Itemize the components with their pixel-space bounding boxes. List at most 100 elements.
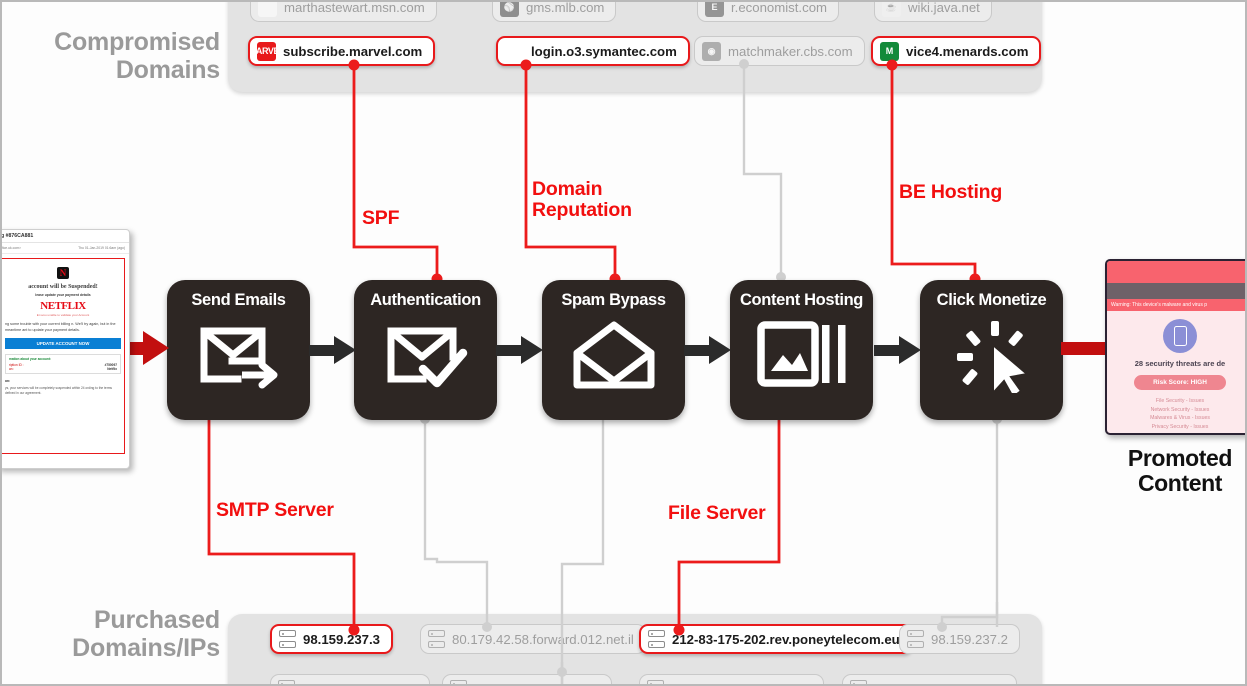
threat-count-text: 28 security threats are de (1134, 359, 1226, 368)
section-label-compromised-domains: Compromised Domains (10, 28, 220, 84)
ip-chip-label: 212-83-175-202.rev.poneytelecom.eu (672, 631, 900, 647)
server-icon (850, 680, 867, 684)
promoted-content-label: Promoted Content (1114, 445, 1245, 497)
open-envelope-icon (571, 317, 657, 398)
domain-chip-label: login.o3.symantec.com (531, 43, 677, 59)
arrow-shaft (309, 344, 334, 356)
label-line-1: Promoted (1127, 445, 1233, 471)
update-account-button[interactable]: UPDATE ACCOUNT NOW (5, 338, 121, 350)
domain-chip-label: matchmaker.cbs.com (728, 43, 853, 59)
arrow-head (334, 336, 356, 364)
phone-icon (1173, 326, 1187, 346)
ip-chip-partial[interactable] (270, 674, 430, 684)
list-item: Network Security - Issues (1150, 406, 1210, 413)
domain-chip-matchmaker-cbs-com[interactable]: ◉ matchmaker.cbs.com (694, 36, 865, 66)
callout-file-server: File Server (668, 502, 766, 524)
stage-title: Send Emails (191, 291, 286, 309)
phishing-email-screenshot[interactable]: g #876CA881 ffice.uk.com> Thu 01-Jan-201… (1, 229, 130, 469)
email-account-info: mation about your account: ription ID : … (5, 354, 121, 375)
flow-arrow (874, 336, 921, 364)
info-row: ription ID : #750097 (9, 363, 117, 367)
pipeline-stage-content-hosting[interactable]: Content Hosting (730, 280, 873, 420)
server-icon (278, 680, 295, 684)
msn-favicon-icon: ✦ (258, 2, 277, 17)
flow-arrow (496, 336, 543, 364)
domain-chip-subscribe-marvel-com[interactable]: MARVEL subscribe.marvel.com (248, 36, 436, 66)
pipeline-stage-authentication[interactable]: Authentication (354, 280, 497, 420)
domain-chip[interactable]: ☕ wiki.java.net (874, 2, 992, 22)
callout-smtp-server: SMTP Server (216, 499, 334, 521)
server-icon (647, 680, 664, 684)
info-value: #750097 (104, 363, 117, 368)
economist-favicon-icon: E (705, 2, 724, 17)
server-icon (648, 630, 665, 648)
arrow-head (709, 336, 731, 364)
list-item: File Security - Issues (1155, 398, 1205, 404)
flow-arrow (309, 336, 356, 364)
email-sender: ffice.uk.com> (1, 246, 22, 250)
label-line-2: Domains (115, 56, 220, 84)
list-item: Privacy Security - Issues (1151, 423, 1209, 430)
callout-be-hosting: BE Hosting (899, 181, 1003, 203)
section-label-purchased-domains: Purchased Domains/IPs (10, 606, 220, 662)
stage-title: Click Monetize (936, 291, 1047, 309)
ip-chip-partial[interactable] (639, 674, 824, 684)
domain-chip[interactable]: ✦ marthastewart.msn.com (250, 0, 437, 22)
email-meta-bar: ffice.uk.com> Thu 01-Jan-2019 01:6am (ag… (1, 243, 129, 254)
info-title: mation about your account: (9, 357, 51, 362)
stage-title: Authentication (370, 291, 481, 309)
arrow-shaft (1061, 341, 1119, 355)
pipeline-stage-send-emails[interactable]: Send Emails (167, 280, 310, 420)
ip-chip-80-179-42-58[interactable]: 80.179.42.58.forward.012.net.il (420, 624, 646, 654)
info-value: Netflix (107, 367, 117, 372)
ip-chip-partial[interactable] (442, 674, 612, 684)
email-paragraph: ng some trouble with your current billin… (5, 322, 116, 332)
stage-title: Spam Bypass (561, 291, 666, 309)
mlb-favicon-icon: ⚾ (500, 2, 519, 17)
domain-chip-label: marthastewart.msn.com (284, 0, 425, 15)
server-icon (907, 630, 924, 648)
label-line-1: Compromised (54, 28, 220, 56)
pipeline-stage-click-monetize[interactable]: Click Monetize (920, 280, 1063, 420)
issue-list: File Security - Issues Network Security … (1107, 397, 1245, 431)
arrow-shaft (496, 344, 521, 356)
envelope-check-icon (383, 317, 469, 398)
domain-chip-label: r.economist.com (731, 0, 828, 15)
envelope-arrow-icon (196, 317, 282, 398)
info-key: an : (9, 367, 15, 372)
netflix-wordmark: NETFLIX (40, 300, 86, 312)
email-timestamp: Thu 01-Jan-2019 01:6am (ago) (78, 246, 125, 250)
domain-chip-label: subscribe.marvel.com (283, 43, 423, 59)
risk-score-badge[interactable]: Risk Score: HIGH (1134, 375, 1226, 390)
callout-spf: SPF (362, 207, 400, 229)
domain-chip[interactable]: E r.economist.com (697, 0, 840, 22)
callout-line-1: Domain (532, 178, 603, 200)
list-item: Malwares & Virus - Issues (1150, 415, 1210, 422)
email-tab-title: g #876CA881 (1, 233, 34, 239)
pipeline-stage-spam-bypass[interactable]: Spam Bypass (542, 280, 685, 420)
domain-chip-login-o3-symantec-com[interactable]: ✔ login.o3.symantec.com (496, 36, 690, 66)
ip-chip-98-159-237-3[interactable]: 98.159.237.3 (270, 624, 394, 654)
domain-chip[interactable]: ⚾ gms.mlb.com (492, 0, 617, 22)
server-icon (450, 680, 467, 684)
promoted-content-screenshot[interactable]: Warning: This device's malware and virus… (1105, 259, 1245, 435)
callout-domain-reputation: Domain Reputation (532, 178, 632, 221)
domain-chip-vice4-menards-com[interactable]: M vice4.menards.com (871, 36, 1042, 66)
ip-chip-98-159-237-2[interactable]: 98.159.237.2 (899, 624, 1021, 654)
email-tab-bar: g #876CA881 (1, 230, 129, 243)
ip-chip-212-83-175-202[interactable]: 212-83-175-202.rev.poneytelecom.eu (639, 624, 913, 654)
arrow-shaft (874, 344, 899, 356)
netflix-logo-icon: N (57, 267, 69, 279)
ip-chip-partial[interactable] (842, 674, 1017, 684)
domain-chip-label: gms.mlb.com (526, 0, 605, 15)
promo-warning-banner: Warning: This device's malware and virus… (1107, 299, 1245, 311)
label-line-2: Domains/IPs (72, 634, 220, 662)
arrow-head (899, 336, 921, 364)
ip-chip-label: 98.159.237.2 (931, 631, 1009, 647)
symantec-favicon-icon: ✔ (505, 41, 524, 61)
java-favicon-icon: ☕ (882, 2, 901, 17)
email-body: N account will be Suspended! lease updat… (2, 258, 125, 454)
email-tagline: Et svou unable to validate your Account (36, 313, 90, 317)
email-footer: on: ys, your services will be completely… (5, 379, 121, 395)
